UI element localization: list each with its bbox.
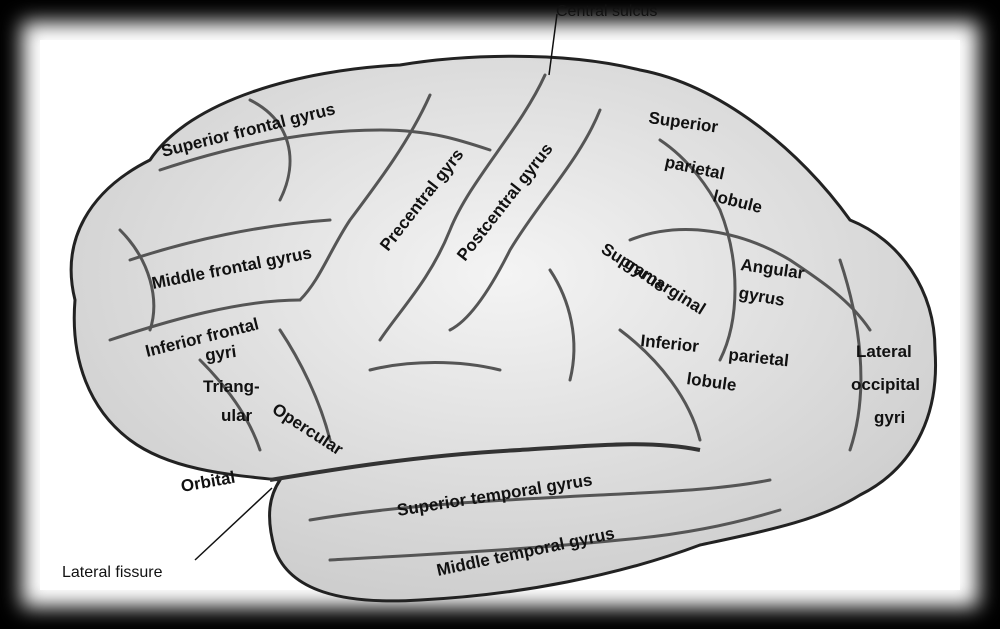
- lateral-fissure-line: [269, 442, 701, 482]
- label-triangular-1: Triang-: [203, 377, 260, 396]
- label-lateral-fissure: Lateral fissure: [62, 564, 163, 581]
- label-lateral-occipital-2: occipital: [851, 375, 920, 394]
- label-lateral-occipital-3: gyri: [874, 408, 905, 427]
- label-central-sulcus: Central sulcus: [556, 3, 657, 20]
- label-triangular-2: ular: [221, 406, 253, 425]
- sulci: [108, 73, 872, 562]
- lateral-fissure-pointer: [194, 487, 273, 561]
- brain-outline: [69, 54, 938, 603]
- label-inferior-frontal-2: gyri: [204, 342, 238, 365]
- label-lateral-occipital-1: Lateral: [856, 342, 912, 361]
- central-sulcus-pointer: [548, 13, 558, 76]
